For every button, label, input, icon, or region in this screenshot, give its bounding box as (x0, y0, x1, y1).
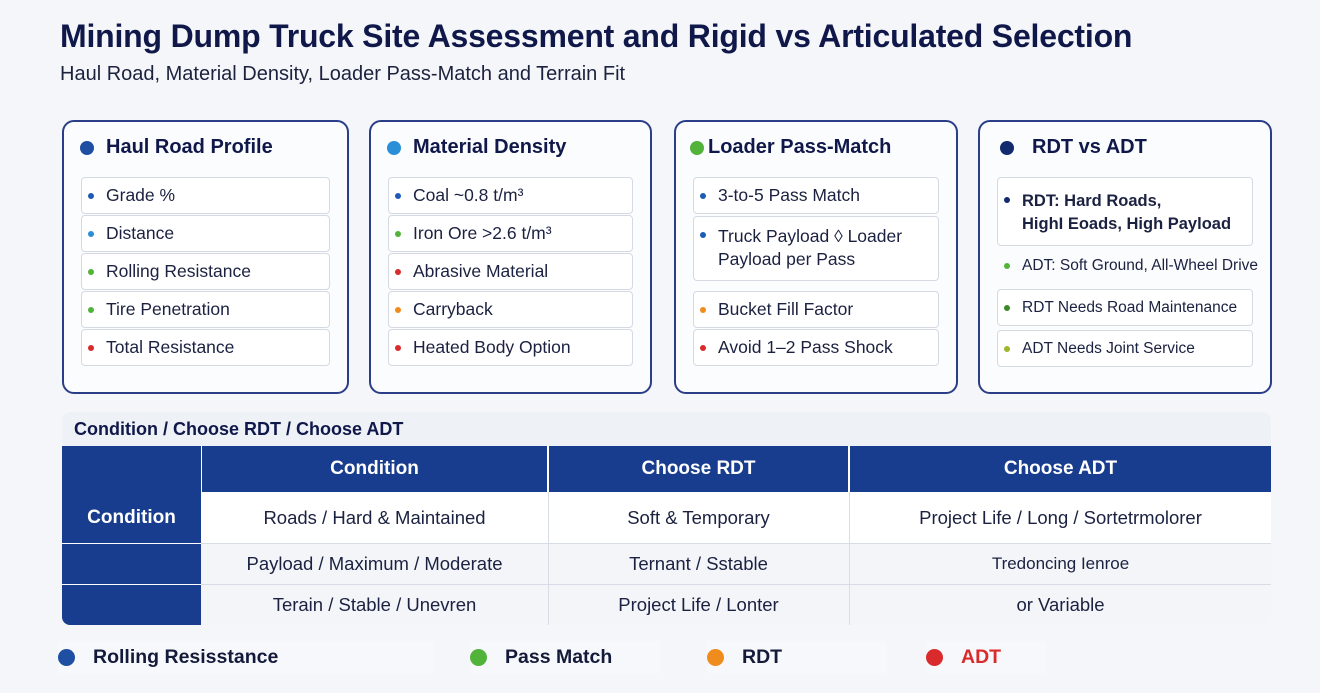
bullet-dot-icon (395, 230, 401, 237)
list-item: 3-to-5 Pass Match (693, 177, 939, 214)
table-cell: Payload / Maximum / Moderate (246, 553, 503, 574)
list-item: Abrasive Material (388, 253, 633, 290)
legend-orange-dot-icon (707, 648, 724, 666)
bullet-dot-icon (1004, 304, 1010, 311)
card-title: Material Density (413, 136, 567, 158)
legend-item-adt: ADT (926, 641, 1046, 673)
bullet-dot-icon (1004, 262, 1010, 269)
card-loader-pass-match: Loader Pass-Match 3-to-5 Pass Match Truc… (674, 120, 958, 394)
list-item: Grade % (81, 177, 330, 214)
bullet-dot-icon (1004, 345, 1010, 352)
bullet-dot-icon (700, 192, 706, 199)
legend-blue-dot-icon (58, 648, 75, 666)
table-cell: Soft & Temporary (627, 506, 770, 528)
column-header-choose-rdt: Choose RDT (549, 446, 848, 492)
card-title: Loader Pass-Match (708, 136, 892, 158)
table-cell: Project Life / Lonter (618, 594, 779, 615)
table-row-bg (201, 543, 1271, 544)
list-item: RDT Needs Road Maintenance (997, 289, 1253, 326)
row-header-condition: Condition (62, 492, 201, 543)
bullet-dot-icon (395, 344, 401, 351)
list-item: Bucket Fill Factor (693, 291, 939, 328)
bullet-dot-icon (700, 306, 706, 313)
bullet-dot-icon (395, 192, 401, 199)
bullet-dot-icon (395, 306, 401, 313)
legend-item-rdt: RDT (707, 641, 887, 673)
table-cell: Ternant / Sstable (629, 553, 768, 574)
bullet-dot-icon (88, 306, 94, 313)
list-item: ADT Needs Joint Service (997, 330, 1253, 367)
card-title: RDT vs ADT (1032, 136, 1147, 158)
table-row-bg (201, 585, 1271, 625)
page-title: Mining Dump Truck Site Assessment and Ri… (60, 18, 1133, 54)
table-cell: Tredoncing Ienroe (991, 554, 1130, 573)
legend-green-dot-icon (470, 648, 487, 666)
row-header-blank (62, 585, 201, 625)
list-item: Total Resistance (81, 329, 330, 366)
table-row-bg (201, 544, 1271, 584)
legend-red-dot-icon (926, 648, 943, 666)
table-cell: Roads / Hard & Maintained (263, 506, 486, 528)
table-row-bg (201, 584, 1271, 585)
card-title: Haul Road Profile (106, 136, 273, 158)
list-item: Coal ~0.8 t/m³ (388, 177, 633, 214)
page-subtitle: Haul Road, Material Density, Loader Pass… (60, 63, 626, 85)
list-item: Avoid 1–2 Pass Shock (693, 329, 939, 366)
bullet-dot-icon (700, 232, 706, 238)
row-header-blank (62, 544, 201, 584)
bullet-dot-icon (1004, 197, 1010, 203)
card-haul-road-profile: Haul Road Profile Grade % Distance Rolli… (62, 120, 349, 394)
legend-item-rolling-resistance: Rolling Resisstance (58, 641, 433, 673)
list-item: Tire Penetration (81, 291, 330, 328)
bullet-dot-icon (88, 230, 94, 237)
bullet-dot-icon (395, 268, 401, 275)
table-cell: Terain / Stable / Unevren (272, 594, 477, 615)
list-item: Heated Body Option (388, 329, 633, 366)
navy-dot-icon (1000, 140, 1014, 155)
column-header-choose-adt: Choose ADT (850, 446, 1271, 492)
blue-dot-icon (80, 140, 94, 155)
list-item: Distance (81, 215, 330, 252)
blue-dot-icon (387, 140, 401, 155)
legend-item-pass-match: Pass Match (470, 641, 660, 673)
card-rdt-vs-adt: RDT vs ADT RDT: Hard Roads, HighI Eoads,… (978, 120, 1272, 394)
column-header-condition: Condition (202, 446, 547, 492)
bullet-dot-icon (88, 268, 94, 275)
green-dot-icon (690, 140, 704, 155)
table-caption: Condition / Choose RDT / Choose ADT (62, 412, 1271, 446)
list-item: Carryback (388, 291, 633, 328)
table-cell: Project Life / Long / Sortetrmolorer (919, 506, 1202, 528)
list-item: Iron Ore >2.6 t/m³ (388, 215, 633, 252)
bullet-dot-icon (88, 344, 94, 351)
column-divider (849, 492, 850, 625)
list-item: ADT: Soft Ground, All-Wheel Drive (997, 247, 1258, 284)
column-divider (548, 492, 549, 625)
bullet-dot-icon (700, 344, 706, 351)
card-material-density: Material Density Coal ~0.8 t/m³ Iron Ore… (369, 120, 652, 394)
table-corner-header (62, 446, 201, 492)
table-row-bg (201, 492, 1271, 543)
list-item: Rolling Resistance (81, 253, 330, 290)
list-item: Truck Payload ◊ Loader Payload per Pass (693, 216, 939, 281)
table-cell: or Variable (1016, 594, 1105, 615)
bullet-dot-icon (88, 192, 94, 199)
list-item: RDT: Hard Roads, HighI Eoads, High Paylo… (997, 177, 1253, 246)
